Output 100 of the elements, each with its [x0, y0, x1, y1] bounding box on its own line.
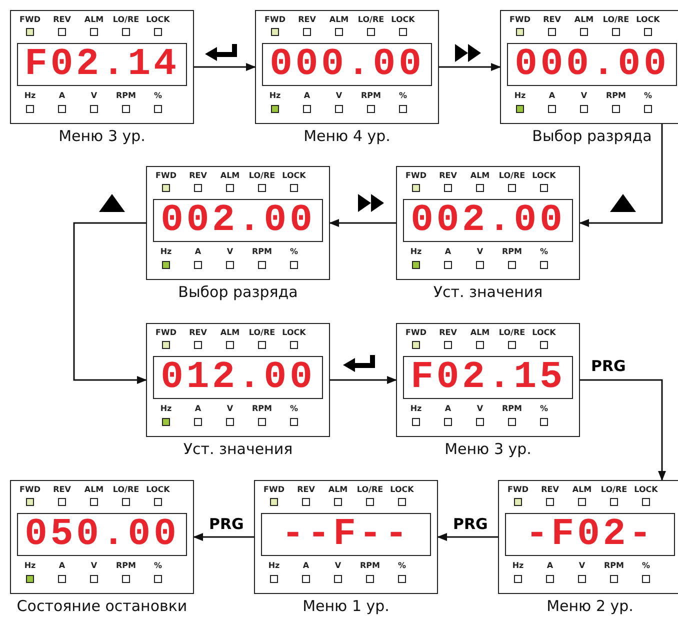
led-display: -F02-: [505, 513, 675, 556]
indicator-label: LOCK: [532, 328, 556, 337]
keypad-panel: [10, 10, 194, 124]
indicator-label: REV: [53, 15, 71, 24]
indicator-label: LOCK: [532, 171, 556, 180]
indicator-label: ALM: [220, 328, 240, 337]
connector-arrow: [580, 379, 666, 481]
indicator-label: V: [90, 561, 98, 570]
indicator-label: REV: [439, 171, 457, 180]
indicator-label: ALM: [470, 328, 490, 337]
indicator-label: ALM: [84, 15, 104, 24]
keypad-panel: [146, 323, 330, 437]
panel-caption: Меню 2 ур.: [546, 597, 634, 615]
indicator-label: %: [399, 91, 407, 100]
indicator-label: LOCK: [146, 15, 170, 24]
indicator-label: LOCK: [282, 171, 306, 180]
panel-caption: Состояние остановки: [16, 597, 188, 615]
indicator-label: A: [194, 404, 202, 413]
indicator-label: V: [226, 247, 234, 256]
indicator-label: V: [476, 404, 484, 413]
keypad-panel: [500, 10, 678, 124]
indicator-label: FWD: [406, 328, 426, 337]
indicator-label: REV: [53, 485, 71, 494]
indicator-label: Hz: [410, 247, 422, 256]
indicator-label: LO/RE: [248, 328, 276, 337]
indicator-label: V: [476, 247, 484, 256]
connector-arrow: [193, 533, 254, 541]
connector-arrow: [194, 63, 256, 71]
indicator-label: FWD: [156, 328, 176, 337]
panel-caption: Уст. значения: [433, 283, 543, 301]
indicator-label: %: [642, 561, 650, 570]
keypad-panel: [396, 166, 580, 280]
indicator-label: LO/RE: [600, 485, 628, 494]
connector-arrow: [329, 219, 396, 227]
indicator-label: REV: [298, 15, 316, 24]
indicator-label: LOCK: [391, 15, 415, 24]
indicator-label: A: [302, 561, 310, 570]
indicator-label: Hz: [512, 561, 524, 570]
indicator-label: ALM: [328, 485, 348, 494]
indicator-label: %: [290, 247, 298, 256]
indicator-label: ALM: [84, 485, 104, 494]
indicator-label: %: [398, 561, 406, 570]
led-display: F02.15: [403, 356, 573, 399]
indicator-label: LOCK: [390, 485, 414, 494]
indicator-label: A: [58, 561, 66, 570]
enter-key-icon: [205, 44, 237, 61]
indicator-label: Hz: [24, 561, 36, 570]
indicator-label: V: [578, 561, 586, 570]
indicator-label: A: [304, 91, 310, 100]
led-display: 002.00: [403, 199, 573, 242]
indicator-label: LO/RE: [602, 15, 630, 24]
indicator-label: REV: [541, 485, 559, 494]
indicator-label: FWD: [406, 171, 426, 180]
keypad-panel: [498, 480, 678, 594]
fast-forward-icon: [358, 194, 384, 212]
fast-forward-icon: [455, 44, 481, 62]
indicator-label: RPM: [116, 91, 136, 100]
indicator-label: V: [90, 91, 98, 100]
indicator-label: A: [194, 247, 202, 256]
connector-arrow: [73, 222, 147, 384]
led-display: F02.14: [17, 43, 187, 86]
indicator-label: LO/RE: [358, 15, 384, 24]
indicator-label: V: [580, 91, 588, 100]
indicator-label: A: [444, 247, 452, 256]
keypad-panel: [10, 480, 194, 594]
indicator-label: ALM: [220, 171, 240, 180]
indicator-label: A: [548, 91, 556, 100]
led-display: 000.00: [262, 43, 432, 86]
indicator-label: A: [58, 91, 66, 100]
indicator-label: ALM: [470, 171, 490, 180]
indicator-label: LO/RE: [112, 485, 140, 494]
enter-key-icon: [343, 355, 375, 372]
panel-caption: Меню 3 ур.: [444, 440, 532, 458]
indicator-label: LO/RE: [498, 328, 526, 337]
up-triangle-icon: [610, 194, 636, 212]
indicator-label: %: [154, 91, 162, 100]
led-display: 002.00: [153, 199, 323, 242]
indicator-label: A: [546, 561, 554, 570]
led-display: 012.00: [153, 356, 323, 399]
indicator-label: LOCK: [636, 15, 660, 24]
indicator-label: FWD: [20, 485, 40, 494]
led-display: 050.00: [17, 513, 187, 556]
indicator-label: RPM: [360, 561, 380, 570]
indicator-label: LO/RE: [112, 15, 140, 24]
panel-caption: Меню 3 ур.: [58, 127, 146, 145]
panel-caption: Выбор разряда: [178, 283, 298, 301]
indicator-label: FWD: [20, 15, 40, 24]
indicator-label: V: [336, 91, 342, 100]
indicator-label: FWD: [508, 485, 528, 494]
indicator-label: RPM: [116, 561, 136, 570]
indicator-label: ALM: [572, 485, 592, 494]
indicator-label: FWD: [510, 15, 530, 24]
indicator-label: ALM: [329, 15, 349, 24]
indicator-label: LO/RE: [248, 171, 276, 180]
indicator-label: REV: [439, 328, 457, 337]
indicator-label: %: [540, 247, 548, 256]
connector-arrow: [330, 376, 397, 384]
connector-arrow: [439, 63, 501, 71]
indicator-label: Hz: [269, 91, 281, 100]
indicator-label: FWD: [264, 485, 284, 494]
